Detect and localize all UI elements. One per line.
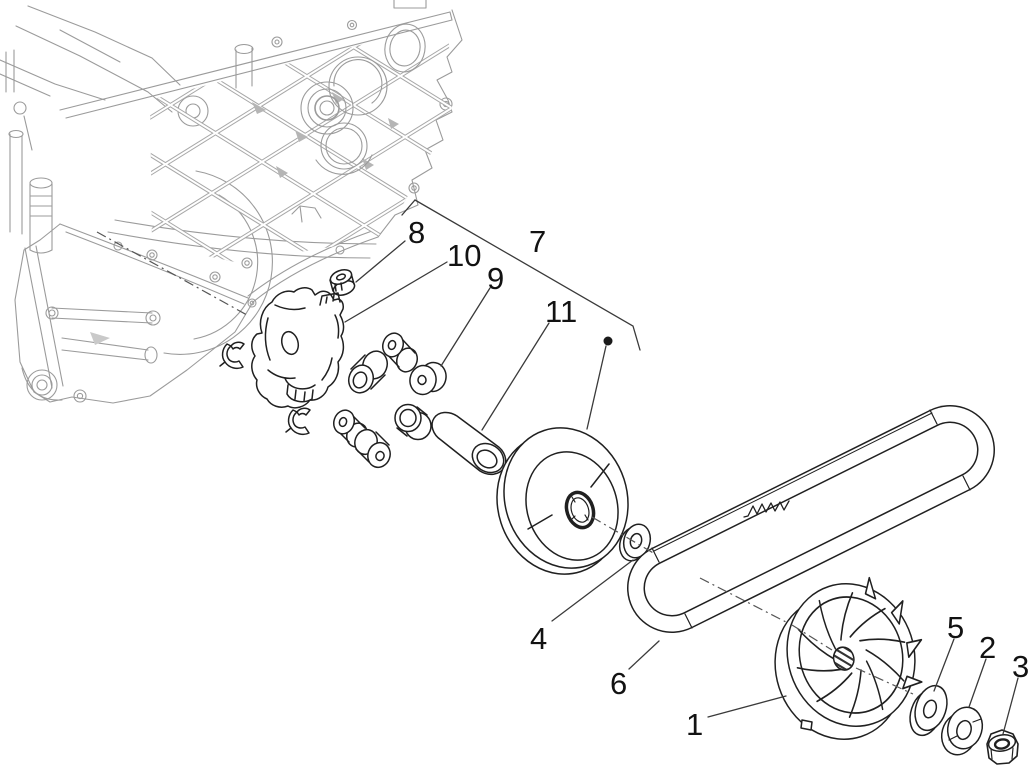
leader-lines <box>344 199 1019 735</box>
half-pulley-disc-part <box>496 427 629 575</box>
bracket-7 <box>401 199 641 351</box>
bearing-boss <box>301 82 353 134</box>
callout-label-8: 8 <box>408 215 425 250</box>
leader-4 <box>551 559 634 622</box>
leader-6 <box>628 640 660 670</box>
v-belt-part <box>627 405 995 633</box>
callout-label-7: 7 <box>529 224 546 259</box>
callout-label-11: 11 <box>545 294 577 329</box>
leader-9 <box>440 287 491 367</box>
plain-washer-part <box>909 684 948 737</box>
small-washer-part <box>618 523 652 562</box>
variator-half-pulley-part <box>251 287 345 409</box>
exploded-axis <box>96 231 248 316</box>
callout-label-1: 1 <box>686 707 703 742</box>
leader-8 <box>355 240 406 283</box>
clipped-callout-box <box>394 0 426 8</box>
guide-shoe-clip <box>219 341 245 370</box>
roller-part <box>394 403 432 441</box>
leader-2 <box>968 658 987 708</box>
callout-label-6: 6 <box>610 666 627 701</box>
spacer-bush-part <box>940 706 984 756</box>
callout-label-5: 5 <box>947 610 964 645</box>
leader-11 <box>481 322 550 431</box>
exploded-axis-mid <box>591 516 789 624</box>
callout-label-9: 9 <box>487 261 504 296</box>
assembly-reference-dot <box>603 336 613 346</box>
callout-labels: 8 10 9 7 11 4 6 1 5 2 3 <box>408 215 1029 742</box>
callout-label-3: 3 <box>1012 649 1029 684</box>
belt-teeth-mark <box>743 500 790 518</box>
exploded-axis-right <box>791 624 914 695</box>
leader-7-dot <box>586 345 607 430</box>
nut-part <box>986 729 1019 765</box>
slotted-nut-part <box>329 269 356 296</box>
leader-1 <box>707 695 787 718</box>
roller-part <box>409 361 447 396</box>
callout-label-10: 10 <box>447 238 481 273</box>
hub-bore <box>831 645 857 672</box>
leader-10 <box>344 261 448 323</box>
callout-label-2: 2 <box>979 630 996 665</box>
spacer-sleeve-part <box>431 411 507 476</box>
roller-part <box>381 332 419 373</box>
fan-half-pulley-part <box>774 576 923 740</box>
leader-3 <box>1002 677 1019 735</box>
leader-5 <box>933 638 955 692</box>
guide-shoe-clip <box>285 407 311 436</box>
roller-part <box>347 350 389 394</box>
roller-part <box>354 428 391 469</box>
callout-label-4: 4 <box>530 621 547 656</box>
